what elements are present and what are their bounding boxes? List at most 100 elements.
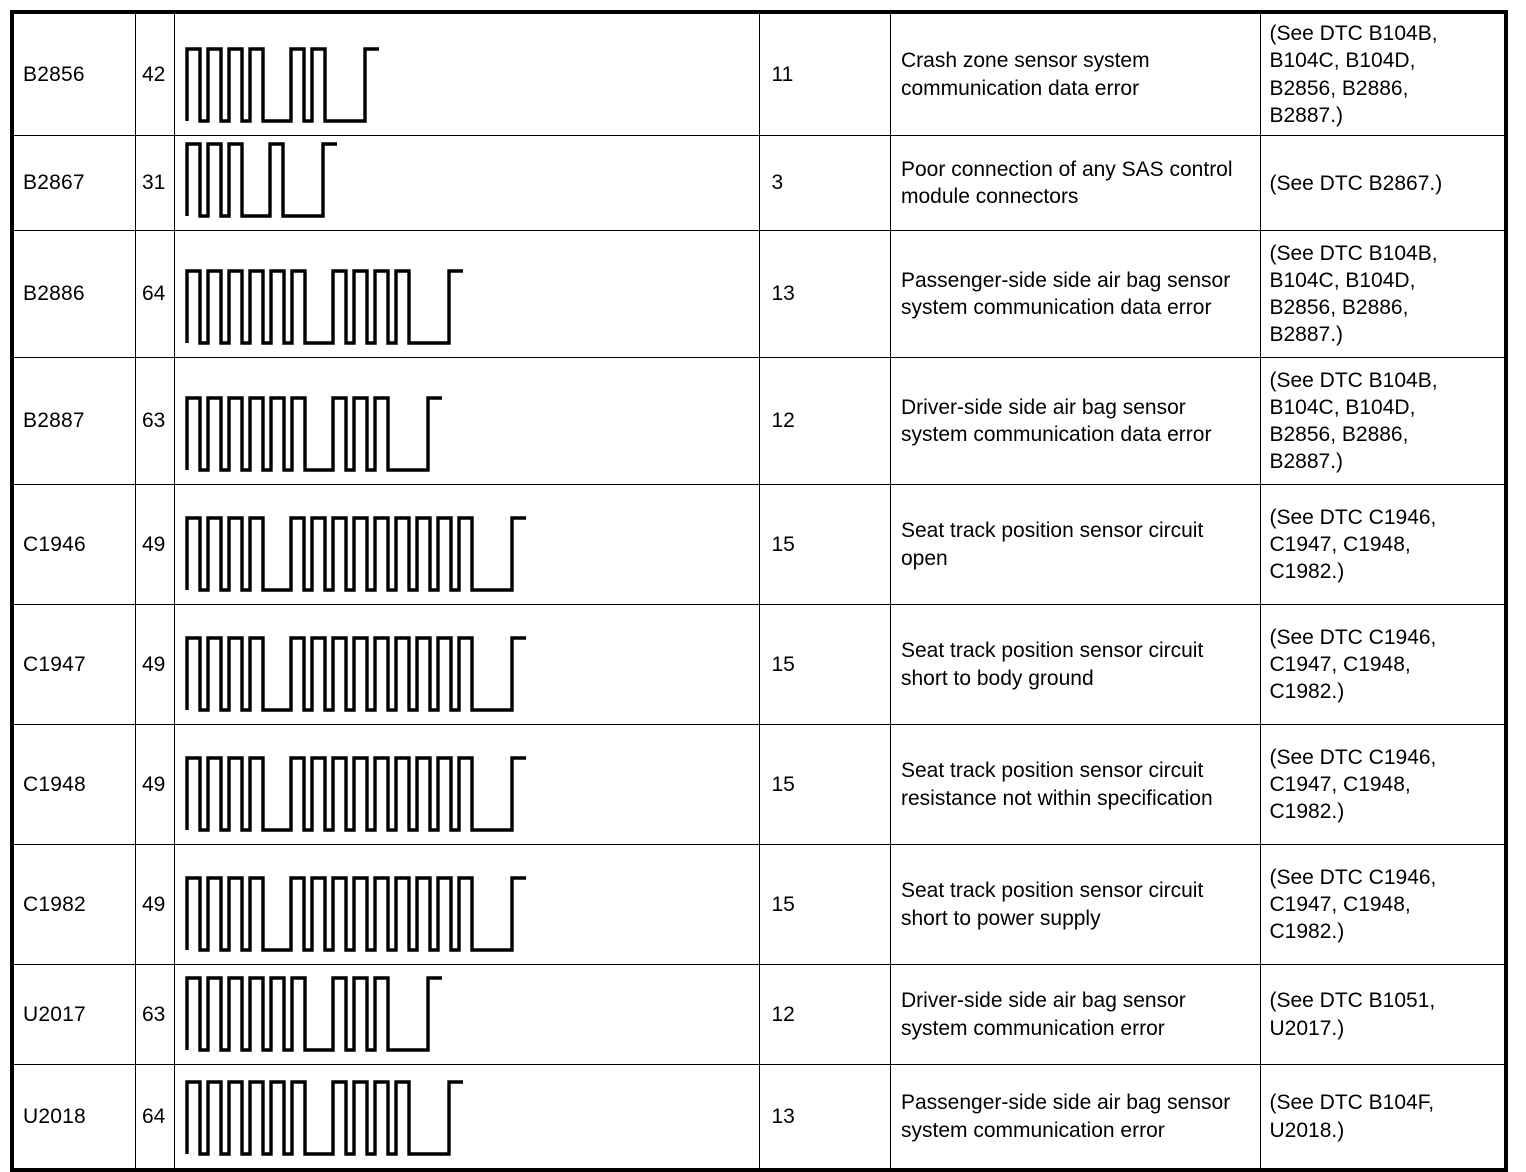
flash-pattern-waveform <box>185 755 527 832</box>
flash-count-cell: 15 <box>759 484 891 606</box>
reference-cell: (See DTC B104F, U2018.) <box>1260 1064 1507 1171</box>
dtc-code-text: B2867 <box>23 171 85 195</box>
reference-cell: (See DTC B104B, B104C, B104D, B2856, B28… <box>1260 11 1507 137</box>
dtc-code-cell: C1947 <box>11 604 136 726</box>
flash-pattern-waveform <box>185 875 527 952</box>
dtc-code-cell: U2018 <box>11 1064 136 1171</box>
flash-count-cell: 12 <box>759 964 891 1066</box>
flash-count-text: 15 <box>771 772 795 796</box>
fault-description-text: Seat track position sensor circuit short… <box>901 879 1204 930</box>
flash-code-text: 31 <box>141 171 166 195</box>
waveform-path <box>185 1080 464 1156</box>
fault-description-cell: Seat track position sensor circuit short… <box>889 604 1262 726</box>
reference-cell: (See DTC C1946, C1947, C1948, C1982.) <box>1260 484 1507 606</box>
flash-code-text: 49 <box>141 892 166 916</box>
fault-description-cell: Passenger-side side air bag sensor syste… <box>889 1064 1262 1171</box>
dtc-code-text: B2856 <box>23 62 85 86</box>
reference-cell: (See DTC C1946, C1947, C1948, C1982.) <box>1260 844 1507 966</box>
flash-count-text: 15 <box>771 892 795 916</box>
waveform-path <box>185 268 464 345</box>
reference-cell: (See DTC B104B, B104C, B104D, B2856, B28… <box>1260 230 1507 359</box>
flash-pattern-cell <box>174 604 761 726</box>
reference-text: (See DTC B104F, U2018.) <box>1269 1091 1435 1142</box>
dtc-code-text: C1946 <box>23 532 86 556</box>
flash-code-text: 64 <box>141 1104 166 1128</box>
fault-description-text: Seat track position sensor circuit short… <box>901 639 1204 690</box>
table-row: B2867 31 3 Poor connection of any SAS contr… <box>11 135 1507 232</box>
flash-code-cell: 49 <box>134 604 176 726</box>
waveform-path <box>185 635 527 712</box>
table-row: C1946 49 15 Seat track position sensor circ… <box>11 484 1507 606</box>
flash-count-cell: 11 <box>759 11 891 137</box>
flash-pattern-cell <box>174 135 761 232</box>
flash-code-text: 49 <box>141 772 166 796</box>
flash-pattern-cell <box>174 1064 761 1171</box>
flash-code-cell: 31 <box>134 135 176 232</box>
dtc-code-cell: C1982 <box>11 844 136 966</box>
reference-text: (See DTC C1946, C1947, C1948, C1982.) <box>1269 505 1437 584</box>
dtc-code-text: C1948 <box>23 772 86 796</box>
reference-text: (See DTC B104B, B104C, B104D, B2856, B28… <box>1269 368 1438 474</box>
flash-count-text: 3 <box>771 171 784 195</box>
flash-count-cell: 13 <box>759 1064 891 1171</box>
flash-count-text: 15 <box>771 652 795 676</box>
reference-text: (See DTC C1946, C1947, C1948, C1982.) <box>1269 865 1437 944</box>
waveform-path <box>185 47 380 123</box>
flash-count-cell: 15 <box>759 844 891 966</box>
flash-code-cell: 49 <box>134 844 176 966</box>
reference-cell: (See DTC C1946, C1947, C1948, C1982.) <box>1260 724 1507 846</box>
reference-cell: (See DTC B104B, B104C, B104D, B2856, B28… <box>1260 357 1507 486</box>
flash-count-text: 13 <box>771 282 795 306</box>
flash-count-text: 12 <box>771 409 795 433</box>
flash-code-text: 63 <box>141 409 166 433</box>
dtc-code-text: B2887 <box>23 409 85 433</box>
fault-description-cell: Seat track position sensor circuit open <box>889 484 1262 606</box>
flash-count-cell: 12 <box>759 357 891 486</box>
reference-cell: (See DTC B2867.) <box>1260 135 1507 232</box>
flash-pattern-cell <box>174 11 761 137</box>
flash-count-cell: 15 <box>759 604 891 726</box>
dtc-code-text: U2018 <box>23 1104 86 1128</box>
flash-code-cell: 49 <box>134 484 176 606</box>
flash-code-cell: 42 <box>134 11 176 137</box>
flash-count-cell: 3 <box>759 135 891 232</box>
dtc-code-text: C1982 <box>23 892 86 916</box>
reference-text: (See DTC B1051, U2017.) <box>1269 989 1436 1040</box>
flash-count-cell: 15 <box>759 724 891 846</box>
flash-code-text: 49 <box>141 652 166 676</box>
fault-description-text: Poor connection of any SAS control modul… <box>901 157 1233 209</box>
waveform-path <box>185 515 527 592</box>
fault-description-cell: Driver-side side air bag sensor system c… <box>889 357 1262 486</box>
flash-code-text: 42 <box>141 62 166 86</box>
fault-description-cell: Driver-side side air bag sensor system c… <box>889 964 1262 1066</box>
flash-pattern-cell <box>174 964 761 1066</box>
flash-code-text: 63 <box>141 1002 166 1026</box>
flash-count-text: 15 <box>771 532 795 556</box>
reference-text: (See DTC B104B, B104C, B104D, B2856, B28… <box>1269 22 1438 127</box>
reference-text: (See DTC B104B, B104C, B104D, B2856, B28… <box>1269 241 1438 347</box>
flash-code-cell: 63 <box>134 357 176 486</box>
waveform-path <box>185 755 527 832</box>
reference-cell: (See DTC C1946, C1947, C1948, C1982.) <box>1260 604 1507 726</box>
flash-pattern-cell <box>174 724 761 846</box>
table-row: B2887 63 12 Driver-side side air bag sensor… <box>11 357 1507 486</box>
flash-code-cell: 63 <box>134 964 176 1066</box>
fault-description-text: Seat track position sensor circuit open <box>901 519 1204 570</box>
table-row: C1982 49 15 Seat track position sensor circ… <box>11 844 1507 966</box>
reference-text: (See DTC C1946, C1947, C1948, C1982.) <box>1269 625 1437 704</box>
flash-code-text: 64 <box>141 282 166 306</box>
flash-code-cell: 64 <box>134 230 176 359</box>
dtc-code-cell: B2886 <box>11 230 136 359</box>
flash-code-cell: 49 <box>134 724 176 846</box>
flash-pattern-waveform <box>185 47 380 123</box>
fault-description-cell: Seat track position sensor circuit short… <box>889 844 1262 966</box>
flash-pattern-cell <box>174 844 761 966</box>
fault-description-text: Driver-side side air bag sensor system c… <box>901 395 1212 447</box>
reference-text: (See DTC C1946, C1947, C1948, C1982.) <box>1269 745 1437 824</box>
